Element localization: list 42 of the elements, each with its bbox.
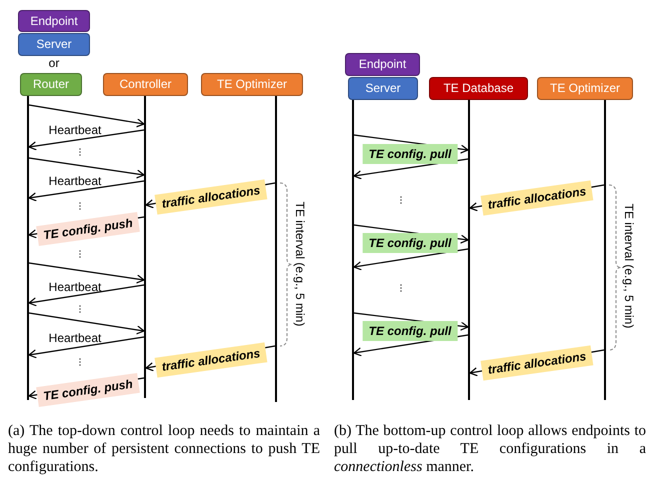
interval-label: TE interval (e.g., 5 min) — [622, 204, 636, 328]
message-arrow — [28, 180, 144, 202]
participant-box: TE Optimizer — [537, 77, 633, 100]
edge-label: traffic allocations — [480, 180, 594, 216]
participant-box: Controller — [103, 73, 188, 96]
edge-label: traffic allocations — [480, 345, 594, 381]
message-arrow — [28, 336, 144, 358]
subfigure-caption: (b) The bottom-up control loop allows endpoints to pull up-to-date TE configurations in a connectionless manner. — [334, 422, 646, 476]
edge-label: Heartbeat — [48, 174, 102, 188]
participant-box: Router — [20, 73, 82, 96]
lifeline — [275, 96, 277, 402]
edge-label: Heartbeat — [48, 280, 102, 294]
participant-box: Server — [18, 33, 90, 56]
interval-label: TE interval (e.g., 5 min) — [293, 202, 307, 326]
participant-box: Server — [348, 77, 418, 100]
subfigure-caption: (a) The top-down control loop needs to maintain a huge number of persistent connections to push TE configurations. — [8, 422, 320, 476]
edge-label: traffic allocations — [154, 342, 268, 378]
participant-box: Endpoint — [18, 10, 90, 32]
or-label: or — [48, 56, 60, 70]
participant-box: TE Database — [429, 77, 528, 100]
lifeline — [604, 100, 606, 400]
edge-label: TE config. push — [36, 212, 140, 246]
lifeline — [468, 100, 470, 400]
message-arrow — [28, 312, 145, 334]
message-arrow — [28, 262, 145, 284]
edge-label: Heartbeat — [48, 331, 102, 345]
participant-box: Endpoint — [345, 53, 420, 76]
message-arrow — [353, 248, 468, 270]
lifeline — [27, 96, 29, 400]
edge-label: TE config. pull — [362, 233, 458, 253]
edge-label: traffic allocations — [154, 179, 268, 215]
edge-label: TE config. pull — [362, 321, 458, 341]
participant-box: TE Optimizer — [201, 73, 303, 96]
edge-label: TE config. pull — [362, 144, 458, 164]
message-arrow — [28, 104, 145, 128]
message-arrow — [28, 157, 145, 179]
edge-label: Heartbeat — [48, 123, 102, 137]
message-arrow — [28, 129, 144, 151]
lifeline — [352, 100, 354, 400]
message-arrow — [28, 284, 144, 306]
edge-label: TE config. push — [36, 373, 140, 407]
lifeline — [144, 96, 146, 398]
